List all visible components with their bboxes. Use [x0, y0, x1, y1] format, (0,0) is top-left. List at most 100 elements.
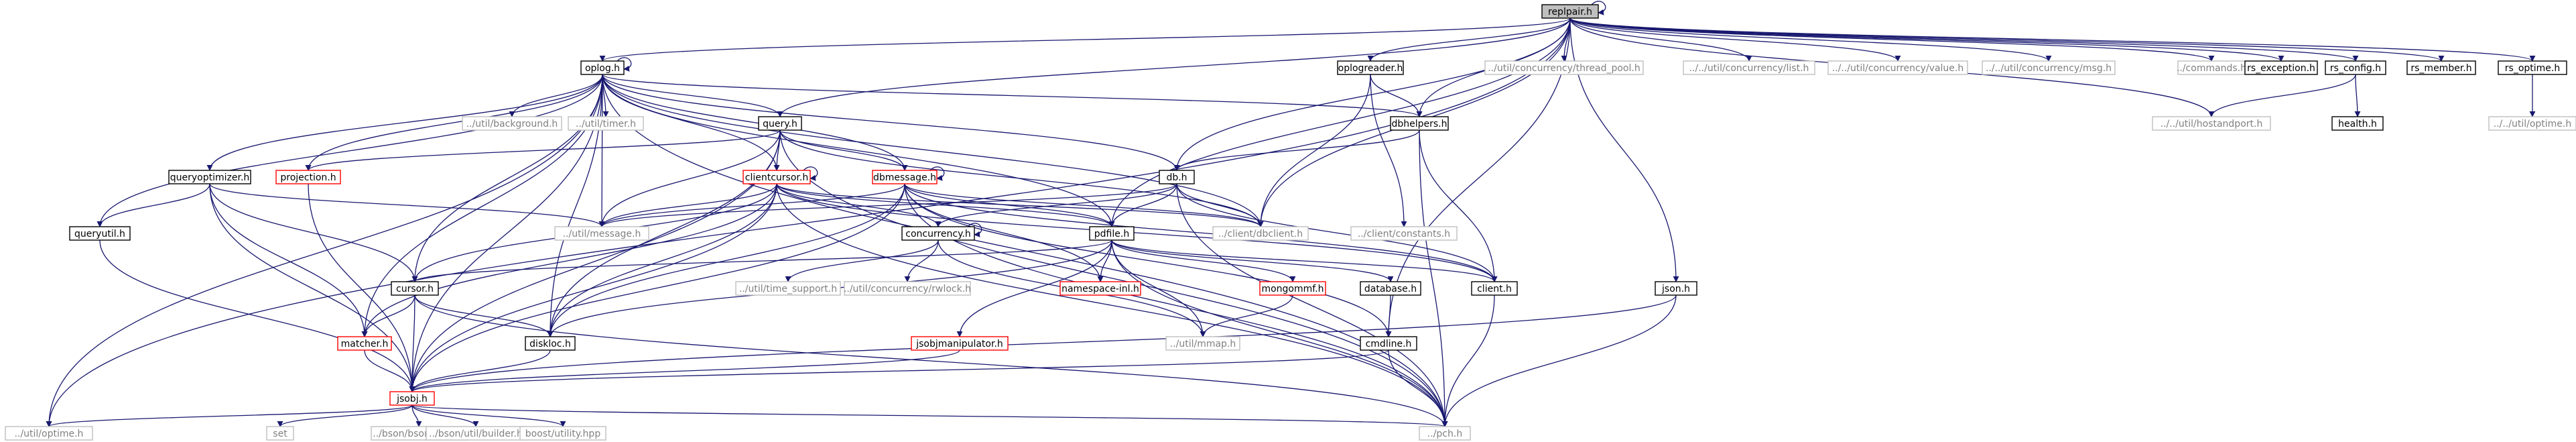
node-projection-h[interactable]: projection.h — [275, 170, 341, 184]
node-label: cursor.h — [396, 284, 434, 294]
node-boost-utility-hpp[interactable]: boost/utility.hpp — [519, 426, 606, 441]
node-dbmessage-h[interactable]: dbmessage.h — [872, 170, 938, 184]
node--util-concurrency-rwlock-h[interactable]: ../util/concurrency/rwlock.h — [844, 281, 971, 296]
edge-clientcursor-to-message — [598, 183, 777, 227]
edge-oplog-to-pdfile — [602, 74, 1115, 227]
node--util-mmap-h[interactable]: ../util/mmap.h — [1165, 336, 1240, 351]
node-label: ../util/timer.h — [576, 119, 636, 129]
edge-clientcursor-to-matcher — [361, 183, 777, 337]
node-mongommf-h[interactable]: mongommf.h — [1259, 281, 1326, 296]
node--util-optime-h[interactable]: ../../util/optime.h — [2488, 116, 2576, 131]
edge-query-to-diskloc — [547, 129, 781, 337]
edge-replpair-to-replpair — [1591, 1, 1606, 15]
edge-oplog-to-queryoptimizer — [206, 74, 603, 171]
node-rs-exception-h[interactable]: rs_exception.h — [2244, 60, 2318, 75]
node-label: ../util/background.h — [466, 119, 558, 129]
node-box — [2488, 116, 2576, 131]
node-rs-config-h[interactable]: rs_config.h — [2325, 60, 2386, 75]
node-box — [519, 426, 606, 441]
node-cursor-h[interactable]: cursor.h — [391, 281, 439, 296]
node-label: diskloc.h — [529, 339, 571, 349]
edge-dbmessage-to-dbclient — [904, 183, 1264, 227]
node-box — [743, 170, 811, 184]
node-clientcursor-h[interactable]: clientcursor.h — [743, 170, 811, 184]
node--client-dbclient-h[interactable]: ../client/dbclient.h — [1212, 226, 1309, 241]
node--util-concurrency-value-h[interactable]: ../../util/concurrency/value.h — [1827, 60, 1968, 75]
node-label: client.h — [1477, 284, 1512, 294]
file-nodes: replpair.h oplog.h oplogreader.h ../util/co… — [5, 4, 2576, 441]
node-label: ../util/message.h — [563, 229, 641, 239]
node--commands-h[interactable]: ../commands.h — [2177, 60, 2246, 75]
node-label: clientcursor.h — [745, 172, 808, 183]
node-pdfile-h[interactable]: pdfile.h — [1089, 226, 1135, 241]
node-diskloc-h[interactable]: diskloc.h — [525, 336, 576, 351]
node-replpair-h[interactable]: replpair.h — [1541, 4, 1599, 19]
node-label: ../util/time_support.h — [739, 284, 837, 294]
edge-pdfile-to-client — [1111, 239, 1498, 282]
node-client-h[interactable]: client.h — [1471, 281, 1518, 296]
node-box — [1827, 60, 1968, 75]
edge-clientcursor-to-dbclient — [776, 183, 1264, 227]
node-label: ../util/concurrency/thread_pool.h — [1488, 63, 1640, 74]
node-box — [1655, 281, 1697, 296]
edge-jsobj-to-utiloptime — [46, 404, 413, 427]
node-concurrency-h[interactable]: concurrency.h — [901, 226, 975, 241]
node-label: dbmessage.h — [873, 172, 936, 183]
node-dbhelpers-h[interactable]: dbhelpers.h — [1390, 116, 1449, 131]
node-health-h[interactable]: health.h — [2331, 116, 2384, 131]
node--util-message-h[interactable]: ../util/message.h — [554, 226, 649, 241]
node-set[interactable]: set — [266, 426, 294, 441]
node-cmdline-h[interactable]: cmdline.h — [1360, 336, 1417, 351]
edge-projection-to-jsobj — [308, 183, 415, 392]
node-jsobj-h[interactable]: jsobj.h — [389, 391, 435, 406]
node-box — [391, 281, 439, 296]
node-json-h[interactable]: json.h — [1655, 281, 1697, 296]
node-oplogreader-h[interactable]: oplogreader.h — [1337, 60, 1404, 75]
node-jsobjmanipulator-h[interactable]: jsobjmanipulator.h — [911, 336, 1009, 351]
node-box — [1259, 281, 1326, 296]
edge-dbmessage-to-message — [598, 183, 905, 227]
node--util-concurrency-thread-pool-h[interactable]: ../util/concurrency/thread_pool.h — [1484, 60, 1644, 75]
node--pch-h[interactable]: ../pch.h — [1419, 426, 1471, 441]
node-box — [1484, 60, 1644, 75]
node-label: projection.h — [280, 172, 336, 183]
node--util-hostandport-h[interactable]: ../../util/hostandport.h — [2152, 116, 2271, 131]
node-label: database.h — [1364, 284, 1417, 294]
node-oplog-h[interactable]: oplog.h — [580, 60, 625, 75]
edge-replpair-to-msg — [1569, 17, 2052, 62]
node--bson-util-builder-h[interactable]: ../bson/util/builder.h — [426, 426, 526, 441]
node-box — [1059, 281, 1141, 296]
node-label: set — [273, 429, 287, 439]
node--util-concurrency-msg-h[interactable]: ../../util/concurrency/msg.h — [1982, 60, 2116, 75]
node--util-optime-h[interactable]: ../util/optime.h — [5, 426, 93, 441]
node-label: ../util/concurrency/rwlock.h — [844, 284, 971, 294]
node-rs-member-h[interactable]: rs_member.h — [2406, 60, 2476, 75]
edge-oplog-to-dbmessage — [602, 74, 908, 171]
node-queryutil-h[interactable]: queryutil.h — [69, 226, 131, 241]
edge-replpair-to-cmdline — [1385, 17, 1571, 337]
node--util-time-support-h[interactable]: ../util/time_support.h — [735, 281, 841, 296]
node-query-h[interactable]: query.h — [758, 116, 802, 131]
node-label: mongommf.h — [1261, 284, 1324, 294]
node-namespace-inl-h[interactable]: namespace-inl.h — [1059, 281, 1141, 296]
node--util-timer-h[interactable]: ../util/timer.h — [568, 116, 644, 131]
node-rs-optime-h[interactable]: rs_optime.h — [2498, 60, 2567, 75]
edge-jsobj-to-set — [277, 404, 413, 427]
node-box — [275, 170, 341, 184]
node-database-h[interactable]: database.h — [1360, 281, 1421, 296]
node-db-h[interactable]: db.h — [1159, 170, 1195, 184]
node-box — [872, 170, 938, 184]
edge-pdfile-to-database — [1111, 239, 1394, 282]
node--util-background-h[interactable]: ../util/background.h — [462, 116, 562, 131]
node-label: ../bson/util/builder.h — [429, 429, 523, 439]
edge-jsobj-to-boostutility — [411, 404, 566, 427]
node-box — [2152, 116, 2271, 131]
node-queryoptimizer-h[interactable]: queryoptimizer.h — [168, 170, 251, 184]
node--util-concurrency-list-h[interactable]: ../../util/concurrency/list.h — [1683, 60, 1815, 75]
node-matcher-h[interactable]: matcher.h — [337, 336, 392, 351]
node--client-constants-h[interactable]: ../client/constants.h — [1350, 226, 1458, 241]
node-box — [168, 170, 251, 184]
node-label: matcher.h — [341, 339, 389, 349]
edge-replpair-to-oplogreader — [1367, 17, 1571, 62]
edge-dbmessage-to-cmdline — [904, 183, 1392, 337]
